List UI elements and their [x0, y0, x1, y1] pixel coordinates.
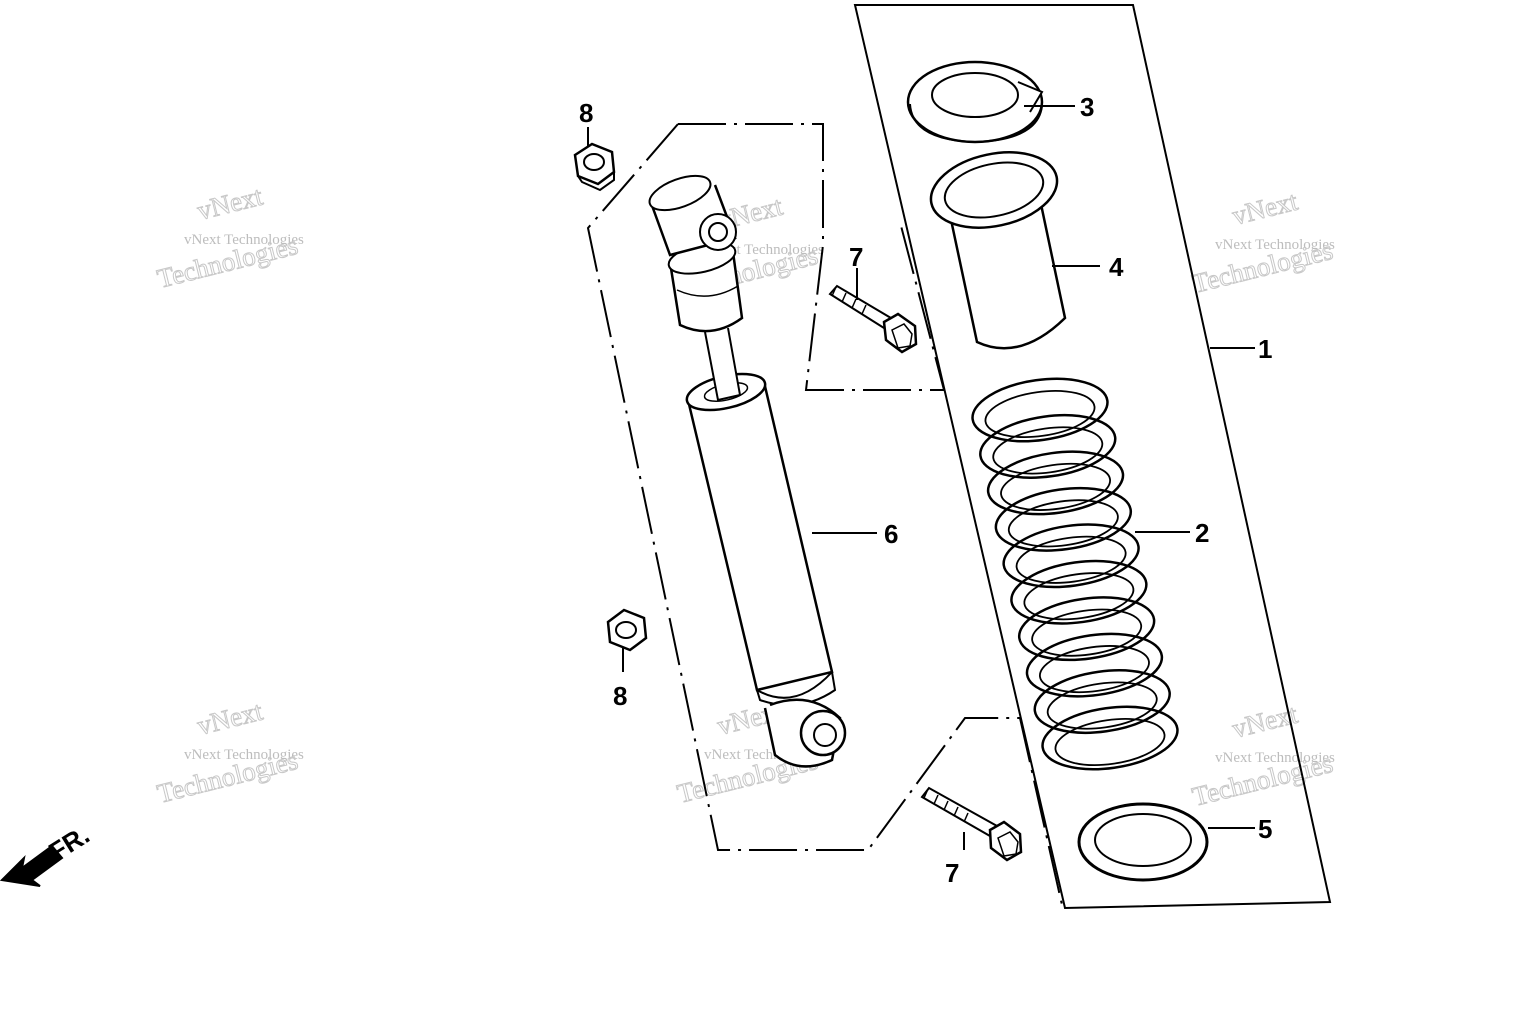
spring-coil-inner: [1038, 645, 1150, 694]
spring-coil-inner: [1000, 462, 1112, 511]
watermark-line2: vNext: [194, 696, 266, 741]
leader-lines: [587, 105, 1255, 850]
lower-seat-washer: [1077, 802, 1209, 882]
spring-coil-outer: [1017, 596, 1156, 662]
spring-coil-inner: [1007, 499, 1119, 548]
assembly-boundary: [853, 4, 1332, 910]
watermark-3: vNext vNext Technologies Technologies: [1189, 185, 1337, 299]
spring-coil-outer: [1041, 705, 1179, 771]
coil-spring: [971, 377, 1179, 771]
spring-coil-inner: [1054, 718, 1166, 766]
spring-coil-inner: [1023, 572, 1135, 621]
watermark-1: vNext vNext Technologies Technologies: [154, 180, 304, 294]
spring-coil-outer: [1002, 523, 1140, 589]
callout-7-upper: 7: [849, 242, 863, 272]
spring-coil-inner: [1015, 535, 1127, 584]
spring-coil-inner: [1031, 608, 1143, 657]
lower-bolt: [920, 786, 1023, 862]
watermark-line2: vNext: [1229, 186, 1301, 231]
callout-1: 1: [1258, 334, 1272, 364]
shock-group-boundary: [586, 123, 1063, 906]
spring-coil-outer: [971, 377, 1109, 443]
watermark-4: vNext vNext Technologies Technologies: [154, 695, 304, 809]
spring-coil-outer: [1025, 632, 1164, 698]
spring-coil-outer: [979, 414, 1117, 479]
front-direction-arrow: FR.: [0, 819, 95, 887]
callout-5: 5: [1258, 814, 1272, 844]
callouts: 1 2 3 4 5 6 7 7 8 8: [579, 92, 1272, 888]
spring-coil-inner: [992, 426, 1104, 475]
spring-coil-inner: [984, 390, 1096, 438]
upper-nut: [573, 142, 616, 192]
shock-absorber: [648, 174, 847, 768]
callout-2: 2: [1195, 518, 1209, 548]
callout-8-lower: 8: [613, 681, 627, 711]
spring-coil-outer: [1033, 669, 1171, 734]
spring-coil-outer: [994, 486, 1133, 552]
watermark-line2: vNext: [194, 181, 266, 226]
watermark-line1: vNext Technologies: [184, 747, 304, 763]
callout-7-lower: 7: [945, 858, 959, 888]
watermark-line1: vNext Technologies: [1215, 237, 1335, 253]
upper-bolt: [828, 284, 918, 354]
spring-coil-inner: [1046, 681, 1158, 730]
lower-nut: [606, 608, 648, 652]
spring-coil-outer: [986, 450, 1125, 516]
callout-6: 6: [884, 519, 898, 549]
callout-8-upper: 8: [579, 98, 593, 128]
callout-3: 3: [1080, 92, 1094, 122]
watermark-6: vNext vNext Technologies Technologies: [1189, 698, 1337, 812]
spring-cover-sleeve: [929, 151, 1067, 350]
spring-coil-outer: [1010, 559, 1148, 625]
spring-seat: [906, 60, 1044, 144]
watermark-line1: vNext Technologies: [1215, 750, 1335, 766]
watermark-line1: vNext Technologies: [184, 232, 304, 248]
callout-4: 4: [1109, 252, 1124, 282]
